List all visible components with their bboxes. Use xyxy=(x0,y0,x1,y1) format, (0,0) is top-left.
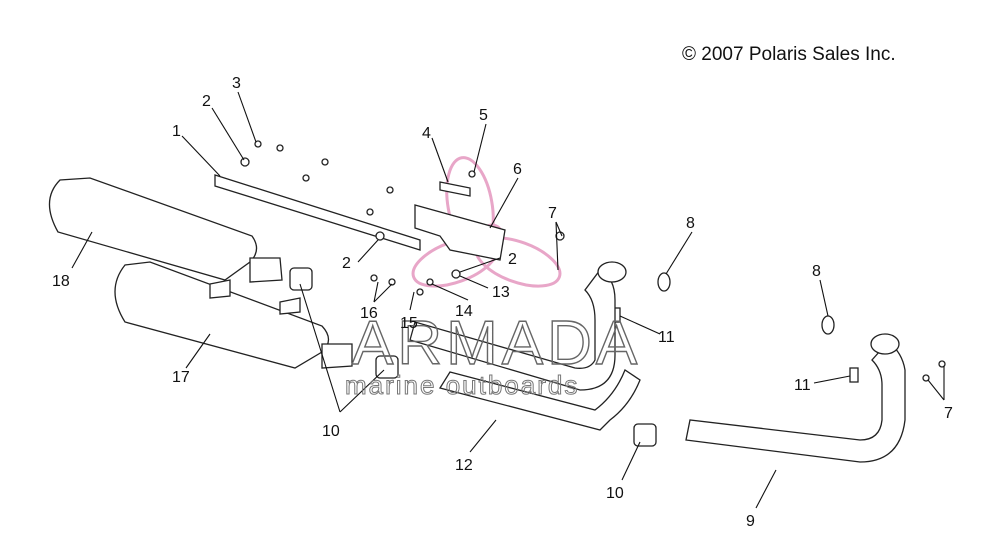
callout-6: 6 xyxy=(513,161,522,178)
callout-2: 2 xyxy=(508,251,517,268)
callout-2: 2 xyxy=(342,255,351,272)
callout-11: 11 xyxy=(794,377,811,394)
head-pipe-9 xyxy=(685,333,906,463)
callout-16: 16 xyxy=(360,305,378,322)
muffler-17 xyxy=(114,261,353,369)
callout-3: 3 xyxy=(232,75,241,92)
callout-8: 8 xyxy=(812,263,821,280)
callout-5: 5 xyxy=(479,107,488,124)
callout-18: 18 xyxy=(52,273,70,290)
o2-sensor-11-b xyxy=(849,367,859,383)
clamp-10-a xyxy=(289,267,313,291)
callout-14: 14 xyxy=(455,303,473,320)
callout-15: 15 xyxy=(400,315,418,332)
callout-4: 4 xyxy=(422,125,431,142)
gasket-8-b xyxy=(821,315,835,335)
clamp-10-c xyxy=(633,423,657,447)
hardware-fasteners xyxy=(240,140,946,382)
callout-2: 2 xyxy=(202,93,211,110)
copyright-notice: © 2007 Polaris Sales Inc. xyxy=(682,44,896,65)
callout-7: 7 xyxy=(548,205,557,222)
callout-11: 11 xyxy=(658,329,675,346)
callout-1: 1 xyxy=(172,123,181,140)
bracket-6 xyxy=(414,204,506,261)
callout-12: 12 xyxy=(455,457,473,474)
callout-9: 9 xyxy=(746,513,755,530)
leader-lines xyxy=(71,91,945,509)
callout-7: 7 xyxy=(944,405,953,422)
callout-8: 8 xyxy=(686,215,695,232)
plate-4 xyxy=(439,181,471,197)
callout-17: 17 xyxy=(172,369,190,386)
callout-13: 13 xyxy=(492,284,510,301)
callout-10: 10 xyxy=(322,423,340,440)
head-pipe-12 xyxy=(409,261,641,431)
watermark-tagline: marine outboards xyxy=(345,370,579,400)
gasket-8-a xyxy=(657,272,671,292)
callout-10: 10 xyxy=(606,485,624,502)
watermark-brand: ARMADA xyxy=(352,309,641,378)
muffler-18 xyxy=(48,177,283,283)
mount-bracket-1 xyxy=(214,174,421,251)
